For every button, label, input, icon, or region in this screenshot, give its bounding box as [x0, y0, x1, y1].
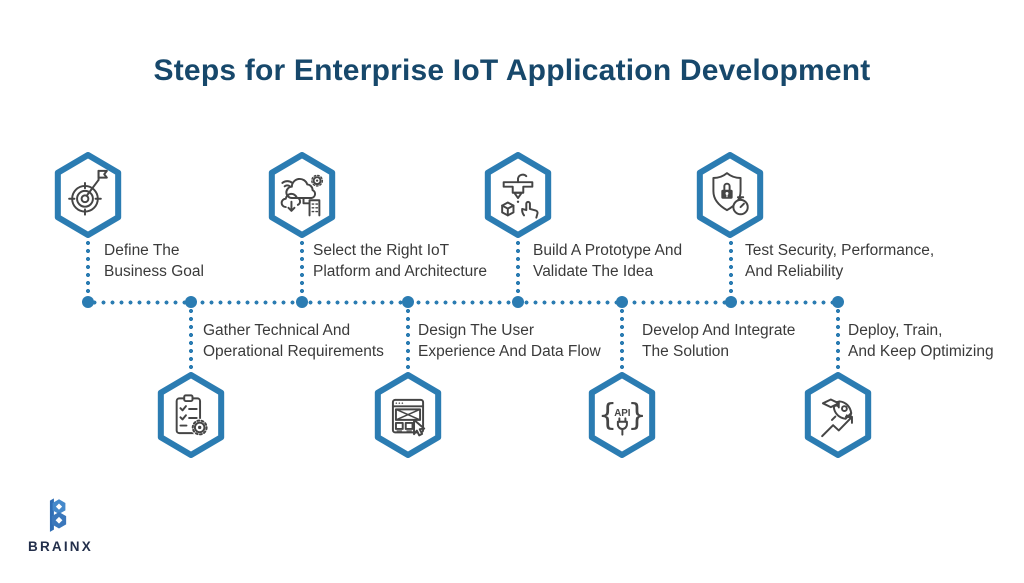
step5-label: Gather Technical And Operational Require… — [203, 320, 384, 362]
step-label-line1: Develop And Integrate — [642, 322, 796, 339]
step1-hexagon-badge — [54, 152, 122, 238]
step-label-line2: Operational Requirements — [203, 343, 384, 360]
brand-block: BRAINX — [28, 494, 148, 554]
timeline-node-dot — [512, 296, 524, 308]
hexagon-shape — [268, 152, 336, 238]
step7-hexagon-badge: { } API — [588, 372, 656, 458]
step-label-line1: Deploy, Train, — [848, 322, 943, 339]
step8-hexagon-badge — [804, 372, 872, 458]
api-plug-icon: { } API — [598, 398, 647, 436]
step-label-line1: Define The — [104, 242, 180, 259]
right-brace-glyph: } — [627, 398, 646, 433]
step4-label: Test Security, Performance, And Reliabil… — [745, 240, 934, 282]
requirements-clipboard-icon — [175, 394, 209, 437]
connector-line — [85, 239, 91, 299]
step-label-line1: Test Security, Performance, — [745, 242, 935, 259]
connector-line — [405, 307, 411, 371]
timeline-node-dot — [616, 296, 628, 308]
timeline-node-dot — [832, 296, 844, 308]
connector-line — [188, 307, 194, 371]
connector-line — [835, 307, 841, 371]
step1-label: Define The Business Goal — [104, 240, 204, 282]
connector-line — [515, 239, 521, 299]
api-label: API — [614, 408, 631, 419]
hexagon-shape — [484, 152, 552, 238]
step-label-line1: Gather Technical And — [203, 322, 351, 339]
hexagon-shape — [157, 372, 225, 458]
step7-label: Develop And Integrate The Solution — [642, 320, 795, 362]
connector-line — [728, 239, 734, 299]
brainx-wordmark: BRAINX — [28, 539, 93, 554]
timeline-node-dot — [185, 296, 197, 308]
brainx-logo — [49, 498, 67, 532]
security-shield-lock-icon — [712, 172, 749, 216]
step-label-line2: Experience And Data Flow — [418, 343, 601, 360]
step-label-line1: Select the Right IoT — [313, 242, 450, 259]
step4-hexagon-badge — [696, 152, 764, 238]
step-label-line2: Platform and Architecture — [313, 263, 488, 280]
step6-label: Design The User Experience And Data Flow — [418, 320, 601, 362]
step-label-line1: Build A Prototype And — [533, 242, 683, 259]
deploy-rocket-icon — [821, 398, 853, 438]
step2-hexagon-badge — [268, 152, 336, 238]
step-label-line1: Design The User — [418, 322, 535, 339]
step-label-line2: And Reliability — [745, 263, 844, 280]
page-title: Steps for Enterprise IoT Application Dev… — [153, 54, 871, 87]
timeline-dotted-line — [86, 299, 842, 306]
hexagon-shape — [588, 372, 656, 458]
step-label-line2: And Keep Optimizing — [848, 343, 994, 360]
ux-wireframe-icon — [391, 398, 426, 437]
step3-hexagon-badge — [484, 152, 552, 238]
step5-hexagon-badge — [157, 372, 225, 458]
timeline-node-dot — [82, 296, 94, 308]
timeline-node-dot — [402, 296, 414, 308]
left-brace-glyph: { — [598, 398, 617, 433]
step2-label: Select the Right IoT Platform and Archit… — [313, 240, 487, 282]
step8-label: Deploy, Train, And Keep Optimizing — [848, 320, 994, 362]
timeline-node-dot — [725, 296, 737, 308]
step-label-line2: Validate The Idea — [533, 263, 654, 280]
step3-label: Build A Prototype And Validate The Idea — [533, 240, 682, 282]
prototype-3d-printer-icon — [501, 173, 539, 219]
step-label-line2: Business Goal — [104, 263, 204, 280]
connector-line — [619, 307, 625, 371]
step6-hexagon-badge — [374, 372, 442, 458]
timeline-node-dot — [296, 296, 308, 308]
step-label-line2: The Solution — [642, 343, 730, 360]
iot-cloud-platform-icon — [280, 174, 324, 217]
connector-line — [299, 239, 305, 299]
target-flag-icon — [68, 169, 108, 216]
